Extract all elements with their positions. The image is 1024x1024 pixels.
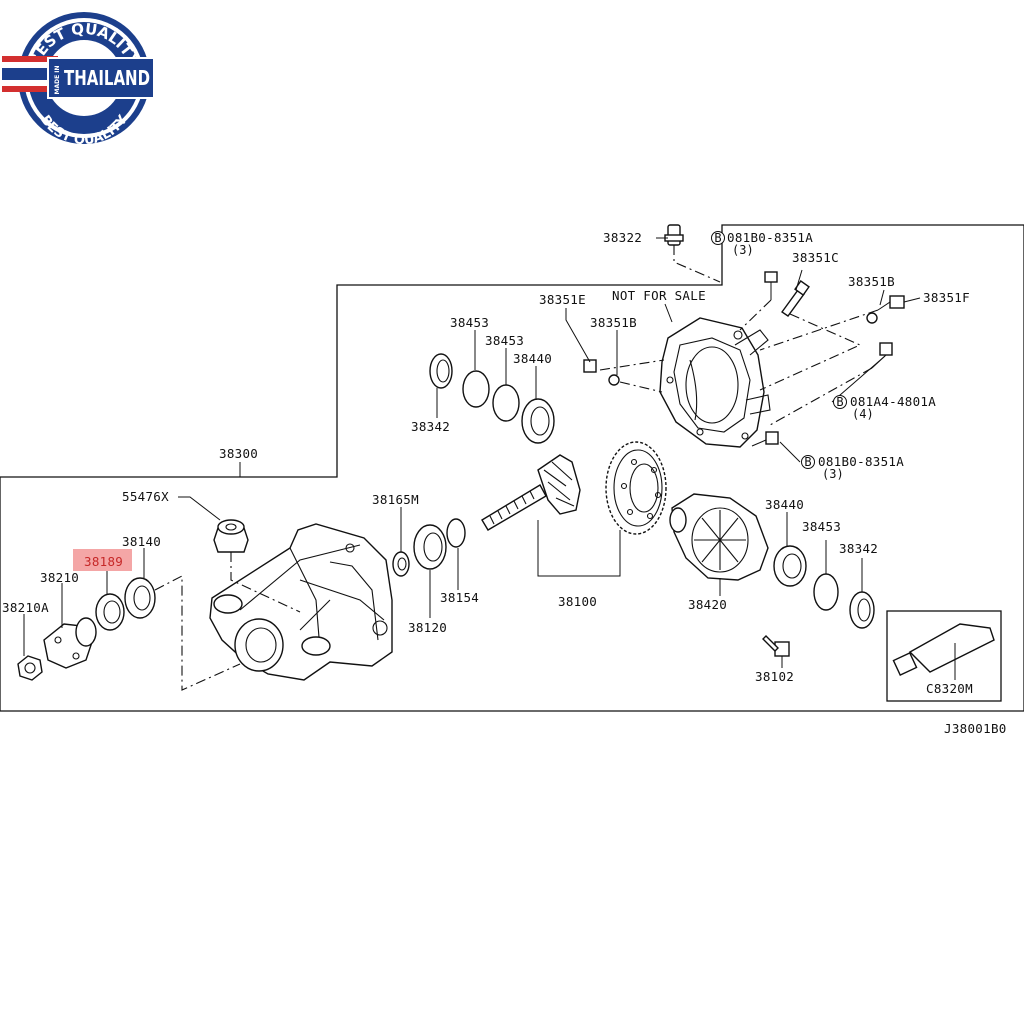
- assembly-frame: [0, 224, 1024, 712]
- label-qty-4: (4): [852, 407, 874, 421]
- label-38453-bottom: 38453: [802, 519, 841, 534]
- label-38342-bottom: 38342: [839, 541, 878, 556]
- oil-seal-38342-top: [429, 353, 453, 389]
- diagram-code: J38001B0: [944, 721, 1007, 736]
- seal-38189: [95, 593, 125, 631]
- leader-lines: [23, 237, 956, 680]
- label-38189: 38189: [84, 554, 123, 569]
- highlight-38189: [73, 549, 132, 571]
- breather-38322: [664, 224, 684, 246]
- label-38351F: 38351F: [923, 290, 970, 305]
- bearing-38140: [124, 577, 156, 619]
- bolt-081B0-bottom: [751, 431, 779, 447]
- circle-b-symbol-bottom: B: [801, 455, 815, 469]
- label-38165M: 38165M: [372, 492, 419, 507]
- label-38120: 38120: [408, 620, 447, 635]
- label-38351B-right: 38351B: [848, 274, 895, 289]
- label-38453-b: 38453: [485, 333, 524, 348]
- label-not-for-sale: NOT FOR SALE: [612, 288, 706, 303]
- made-in-thailand-badge: BEST QUALITY BEST QUALITY MADE IN THAILA…: [2, 12, 155, 148]
- svg-text:B: B: [714, 231, 721, 245]
- label-38300: 38300: [219, 446, 258, 461]
- washer-38351B-mid: [608, 374, 620, 386]
- badge-country: THAILAND: [64, 66, 150, 90]
- label-38351C: 38351C: [792, 250, 839, 265]
- label-38351E: 38351E: [539, 292, 586, 307]
- label-081B0-8351A-bottom: 081B0-8351A: [818, 454, 904, 469]
- label-38140: 38140: [122, 534, 161, 549]
- svg-text:B: B: [804, 455, 811, 469]
- shim-38154: [446, 518, 466, 548]
- label-38440-bottom: 38440: [765, 497, 804, 512]
- bolt-38351E: [583, 359, 597, 373]
- label-38453-a: 38453: [450, 315, 489, 330]
- label-38322: 38322: [603, 230, 642, 245]
- label-38420: 38420: [688, 597, 727, 612]
- shim-38453-b: [492, 384, 520, 422]
- label-38210A: 38210A: [2, 600, 49, 615]
- mount-bushing-55476X: [213, 519, 249, 553]
- oil-seal-38342-bottom: [849, 591, 875, 629]
- label-38210: 38210: [40, 570, 79, 585]
- label-38154: 38154: [440, 590, 479, 605]
- carrier-housing-38300: [209, 523, 393, 681]
- drive-pinion-38100: [481, 454, 581, 531]
- differential-case-38420: [669, 493, 769, 581]
- washer-38351B-right: [866, 312, 878, 324]
- label-38100: 38100: [558, 594, 597, 609]
- label-38351B-mid: 38351B: [590, 315, 637, 330]
- sealant-frame: [886, 610, 1002, 702]
- sealant-tube-C8320M: [892, 623, 995, 676]
- label-38342-top: 38342: [411, 419, 450, 434]
- label-C8320M: C8320M: [926, 681, 973, 696]
- bearing-38440-bottom: [773, 545, 807, 587]
- badge-made-in: MADE IN: [54, 65, 61, 94]
- label-38440-top: 38440: [513, 351, 552, 366]
- nut-38210A: [17, 655, 43, 681]
- bolt-38102: [762, 635, 790, 657]
- bolt-081B0-top: [764, 271, 778, 300]
- label-qty-3-top: (3): [732, 243, 754, 257]
- label-55476X: 55476X: [122, 489, 169, 504]
- circle-b-symbol-mid: B: [833, 395, 847, 409]
- bolt-38351C: [781, 280, 810, 317]
- bearing-38440-top: [521, 398, 555, 444]
- label-qty-3-bottom: (3): [822, 467, 844, 481]
- rear-cover: [659, 317, 771, 448]
- label-38102: 38102: [755, 669, 794, 684]
- ring-gear-38100: [605, 441, 667, 535]
- bearing-38120: [413, 524, 447, 570]
- companion-flange-38210: [43, 617, 97, 669]
- shim-38453-a: [462, 370, 490, 408]
- svg-text:B: B: [836, 395, 843, 409]
- circle-b-symbol-top: B: [711, 231, 725, 245]
- label-081A4-4801A: 081A4-4801A: [850, 394, 936, 409]
- spacer-38165M: [392, 551, 410, 577]
- shim-38453-bottom: [813, 573, 839, 611]
- label-081B0-8351A-top: 081B0-8351A: [727, 230, 813, 245]
